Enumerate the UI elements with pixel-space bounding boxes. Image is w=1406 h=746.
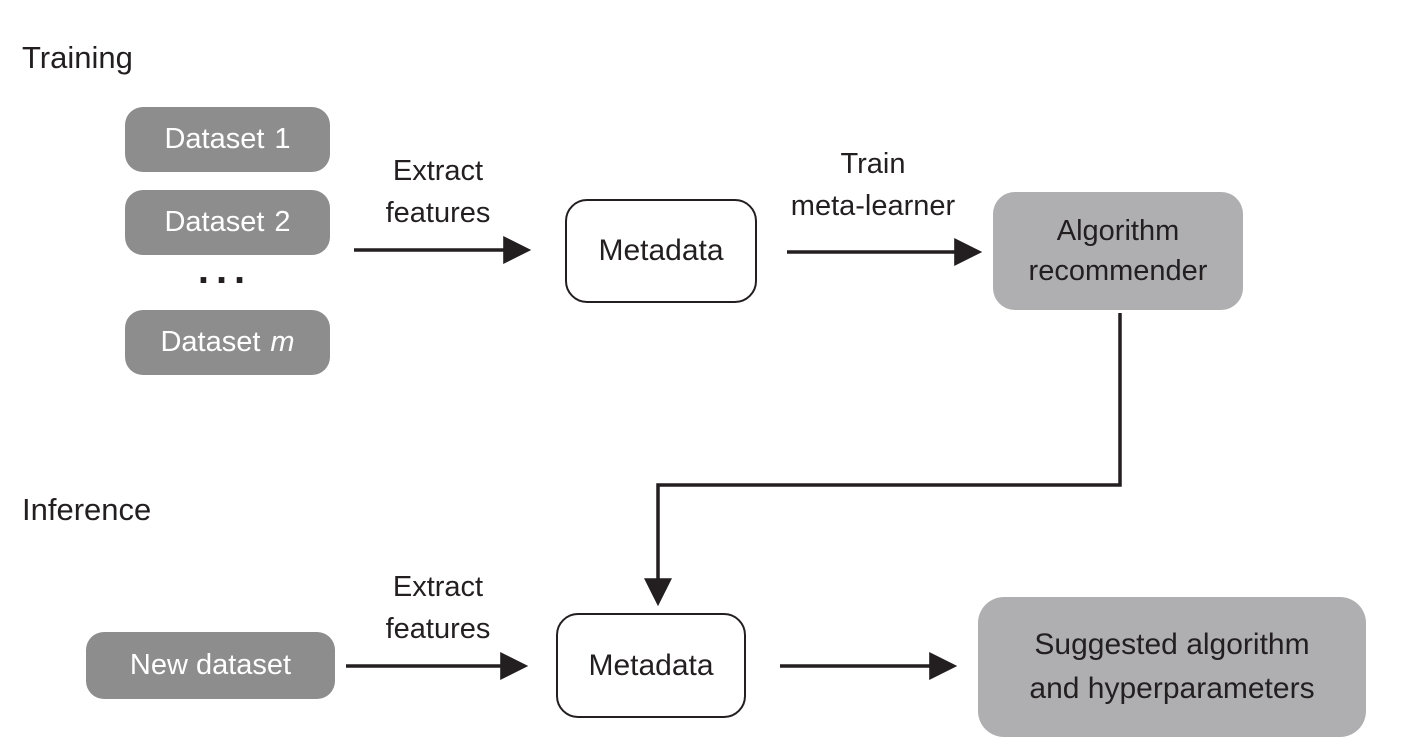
extract-features-label-inference: Extract features	[348, 566, 528, 650]
dataset-ellipsis: ...	[197, 248, 253, 292]
algorithm-recommender-line2: recommender	[1028, 255, 1208, 287]
suggested-line2: and hyperparameters	[1029, 672, 1315, 705]
train-meta-learner-line2: meta-learner	[790, 190, 956, 222]
training-section-label: Training	[22, 40, 133, 75]
extract-features-label-training: Extract features	[348, 150, 528, 234]
dataset-m-box: Dataset m	[125, 310, 330, 375]
algorithm-recommender-line1: Algorithm	[1056, 215, 1180, 247]
algorithm-recommender-box: Algorithm recommender	[993, 192, 1243, 310]
extract-features-line2: features	[385, 197, 491, 229]
dataset-m-index: m	[270, 326, 295, 358]
metadata-label-training: Metadata	[598, 234, 724, 267]
new-dataset-label: New dataset	[129, 649, 292, 681]
inference-section-label: Inference	[22, 492, 152, 527]
extract-features-inference-line1: Extract	[392, 571, 484, 603]
dataset-1-index: 1	[274, 123, 291, 155]
dataset-1-label: Dataset	[164, 123, 265, 155]
suggested-line1: Suggested algorithm	[1034, 628, 1310, 661]
metadata-label-inference: Metadata	[588, 648, 714, 682]
train-meta-learner-label: Train meta-learner	[763, 143, 983, 227]
suggested-algorithm-box: Suggested algorithm and hyperparameters	[978, 597, 1366, 737]
extract-features-inference-line2: features	[385, 613, 491, 645]
dataset-2-box: Dataset 2	[125, 190, 330, 255]
dataset-2-index: 2	[274, 206, 291, 238]
metadata-box-training: Metadata	[565, 199, 757, 303]
train-meta-learner-line1: Train	[840, 148, 906, 180]
metadata-box-inference: Metadata	[556, 613, 746, 718]
dataset-2-label: Dataset	[164, 206, 265, 238]
extract-features-line1: Extract	[392, 155, 484, 187]
new-dataset-box: New dataset	[86, 632, 335, 699]
connector-recommender-to-metadata	[644, 313, 1122, 607]
dataset-1-box: Dataset 1	[125, 107, 330, 172]
dataset-m-label: Dataset	[160, 326, 261, 358]
